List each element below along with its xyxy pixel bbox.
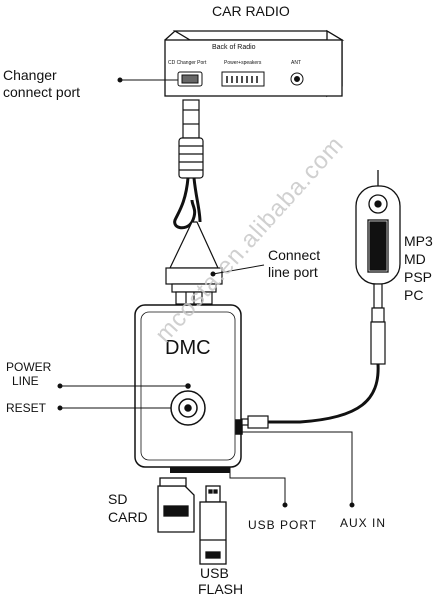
- din-connector: [178, 99, 204, 179]
- car-radio-title: CAR RADIO: [212, 3, 290, 19]
- radio-port1-label: CD Changer Port: [168, 60, 207, 66]
- device-label-psp: PSP: [404, 269, 433, 285]
- mp3-player: [355, 170, 401, 285]
- usb-flash-drive: [199, 485, 227, 565]
- device-label-pc: PC: [404, 287, 424, 303]
- connect-label-line2: line port: [268, 264, 318, 280]
- sd-label-line2: CARD: [108, 509, 148, 525]
- power-arrow: [57, 383, 186, 389]
- reset-arrow: [57, 405, 171, 411]
- radio-port3-label: ANT: [291, 60, 301, 66]
- reset-label: RESET: [6, 401, 47, 415]
- radio-port2-label: Power+speakers: [224, 60, 262, 66]
- car-radio-unit: [164, 29, 345, 98]
- cone-connector: [165, 221, 223, 305]
- changer-label-line2: connect port: [3, 84, 81, 100]
- usb-flash-label-line1: USB: [200, 565, 229, 581]
- radio-caption: Back of Radio: [212, 44, 256, 51]
- changer-label-line1: Changer: [3, 67, 57, 83]
- dmc-slot: [170, 467, 230, 473]
- dmc-unit: [134, 304, 243, 468]
- sd-card: [157, 477, 195, 533]
- device-label-mp3: MP3: [404, 233, 433, 249]
- connect-cable: [173, 177, 197, 230]
- aux-in-label: AUX IN: [340, 516, 387, 530]
- connect-label-line1: Connect: [268, 247, 321, 263]
- sd-label-line1: SD: [108, 491, 128, 507]
- device-label-md: MD: [404, 251, 426, 267]
- power-label-line1: POWER: [6, 360, 52, 374]
- aux-in-arrow: [242, 431, 355, 508]
- usb-port-arrow: [229, 467, 288, 508]
- aux-cable: [268, 363, 380, 424]
- usb-flash-label-line2: FLASH: [198, 581, 244, 597]
- usb-port-label: USB PORT: [248, 518, 318, 532]
- dmc-label: DMC: [165, 337, 211, 359]
- aux-plug-top: [370, 283, 386, 365]
- power-label-line2: LINE: [12, 374, 39, 388]
- aux-plug-bottom: [241, 415, 269, 429]
- connect-line-arrow: [210, 264, 265, 277]
- changer-arrow: [117, 77, 178, 83]
- radio-ports: [177, 71, 304, 87]
